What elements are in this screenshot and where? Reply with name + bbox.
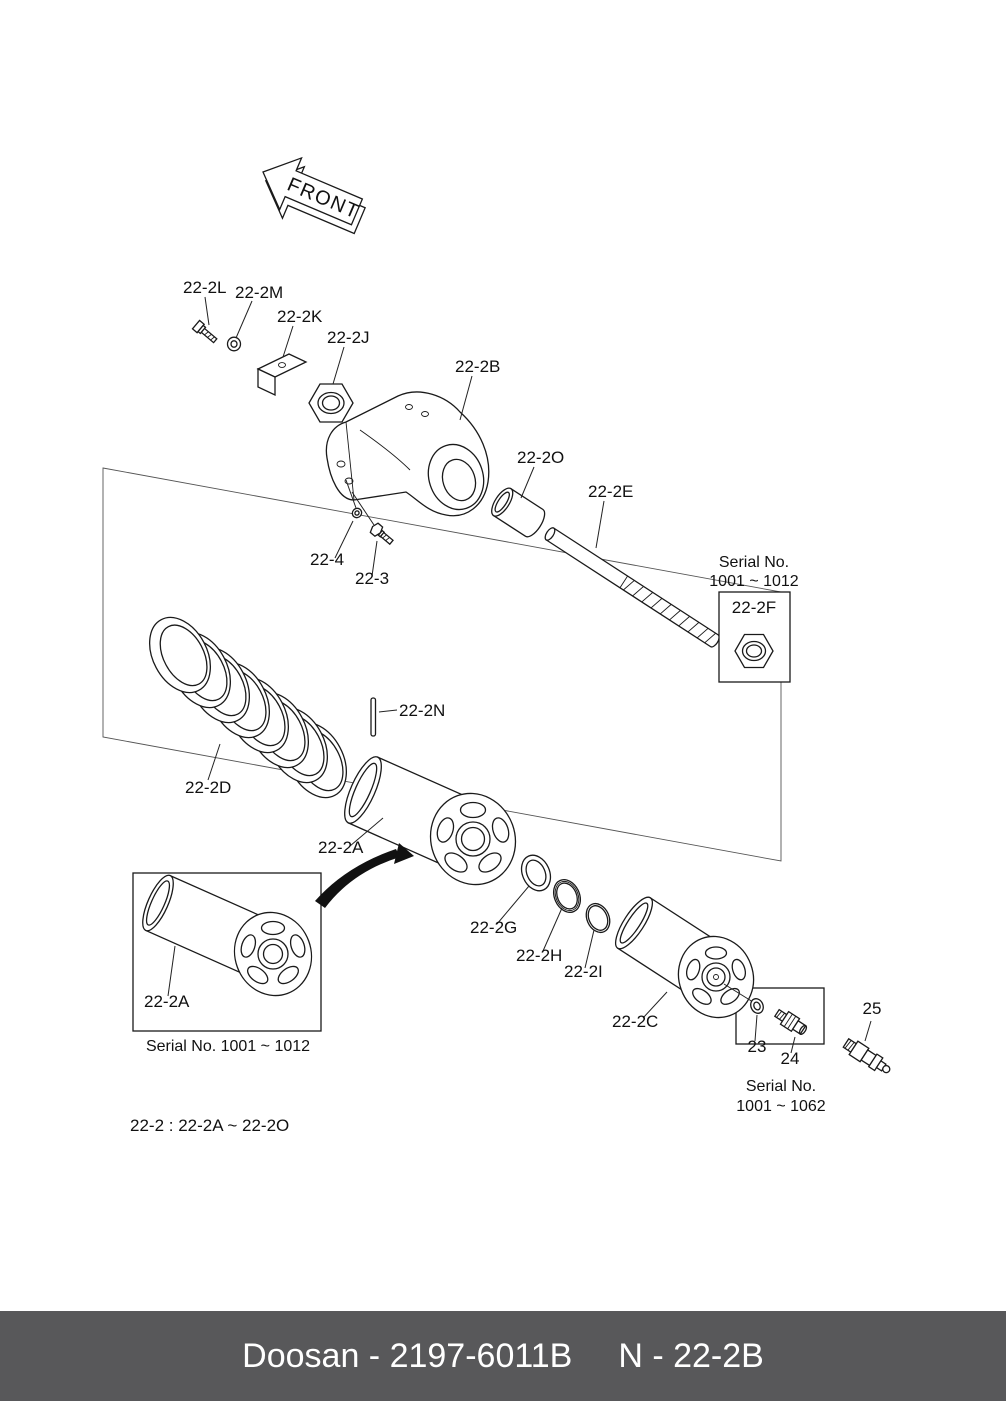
inset-flange-22-2A bbox=[233, 911, 313, 997]
inset-label-22-2A: 22-2A bbox=[144, 992, 190, 1011]
label-22-2B: 22-2B bbox=[455, 357, 500, 376]
label-22-3: 22-3 bbox=[355, 569, 389, 588]
seal-22-2H bbox=[553, 879, 581, 913]
serial-box-top: Serial No. 1001 ~ 1012 22-2F bbox=[709, 554, 799, 683]
leader-hub-to-23 bbox=[723, 983, 754, 1003]
front-arrow-body bbox=[262, 156, 364, 226]
label-22-2D: 22-2D bbox=[185, 778, 231, 797]
footer-page-ref: N - 22-2B bbox=[618, 1336, 764, 1375]
label-22-4: 22-4 bbox=[310, 550, 344, 569]
parts-diagram-canvas: FRONT bbox=[102, 156, 891, 1135]
leader-22-4-to-casting bbox=[345, 479, 357, 509]
serial-top-line2: 1001 ~ 1012 bbox=[709, 573, 799, 590]
valve-25 bbox=[842, 1037, 891, 1074]
label-24: 24 bbox=[781, 1049, 800, 1068]
inset-serial-note: Serial No. 1001 ~ 1012 bbox=[146, 1038, 310, 1055]
label-22-2H: 22-2H bbox=[516, 946, 562, 965]
label-22-2N: 22-2N bbox=[399, 701, 445, 720]
label-22-2J: 22-2J bbox=[327, 328, 370, 347]
serial-top-line1: Serial No. bbox=[719, 554, 789, 571]
fitting-24 bbox=[773, 1008, 808, 1035]
footer-bar: Doosan - 2197-6011B N - 22-2B bbox=[0, 1311, 1006, 1401]
label-22-2L: 22-2L bbox=[183, 278, 226, 297]
casting-22-2B bbox=[325, 391, 490, 517]
label-22-2M: 22-2M bbox=[235, 283, 283, 302]
inset-box bbox=[132, 872, 322, 1032]
cylinder-22-2C bbox=[614, 896, 755, 1019]
label-22-2K: 22-2K bbox=[277, 307, 323, 326]
label-22-2E: 22-2E bbox=[588, 482, 633, 501]
flange-22-2C bbox=[677, 935, 755, 1019]
label-22-2G: 22-2G bbox=[470, 918, 517, 937]
rod-22-2E bbox=[544, 527, 720, 648]
bolt-22-2L bbox=[191, 319, 218, 344]
pin-22-2N bbox=[365, 697, 377, 767]
bolt-22-3 bbox=[369, 522, 394, 546]
leader-lines bbox=[167, 296, 872, 1054]
cylinder-22-2A bbox=[344, 756, 517, 886]
bracket-22-2K bbox=[256, 353, 308, 397]
label-22-2C: 22-2C bbox=[612, 1012, 658, 1031]
label-22-2O: 22-2O bbox=[517, 448, 564, 467]
serial-box-bottom bbox=[735, 987, 825, 1045]
assembly-plane-outline bbox=[102, 467, 782, 862]
oring-22-2I bbox=[585, 902, 611, 934]
flange-22-2A bbox=[429, 792, 517, 886]
washer-22-2M bbox=[226, 336, 242, 352]
nut-22-2J bbox=[308, 383, 354, 423]
inset-pointer-arrow bbox=[315, 843, 414, 908]
bushing-22-2O bbox=[491, 487, 546, 538]
ring-23 bbox=[750, 998, 764, 1014]
label-22-2I: 22-2I bbox=[564, 962, 603, 981]
serial-bottom-line2: 1001 ~ 1062 bbox=[736, 1098, 826, 1115]
label-25: 25 bbox=[863, 999, 882, 1018]
range-note: 22-2 : 22-2A ~ 22-2O bbox=[130, 1116, 289, 1135]
washer-screw-22-4 bbox=[351, 507, 363, 519]
label-22-2A: 22-2A bbox=[318, 838, 364, 857]
footer-doc-number: Doosan - 2197-6011B bbox=[242, 1336, 573, 1375]
serial-bottom-line1: Serial No. bbox=[746, 1078, 816, 1095]
label-22-2F: 22-2F bbox=[732, 598, 776, 617]
label-23: 23 bbox=[748, 1037, 767, 1056]
nut-22-2F bbox=[734, 633, 774, 669]
front-direction-arrow: FRONT bbox=[262, 156, 367, 235]
spring-22-2D bbox=[149, 616, 347, 799]
leader-22-3-to-casting bbox=[351, 491, 375, 526]
ring-22-2G bbox=[520, 854, 552, 892]
